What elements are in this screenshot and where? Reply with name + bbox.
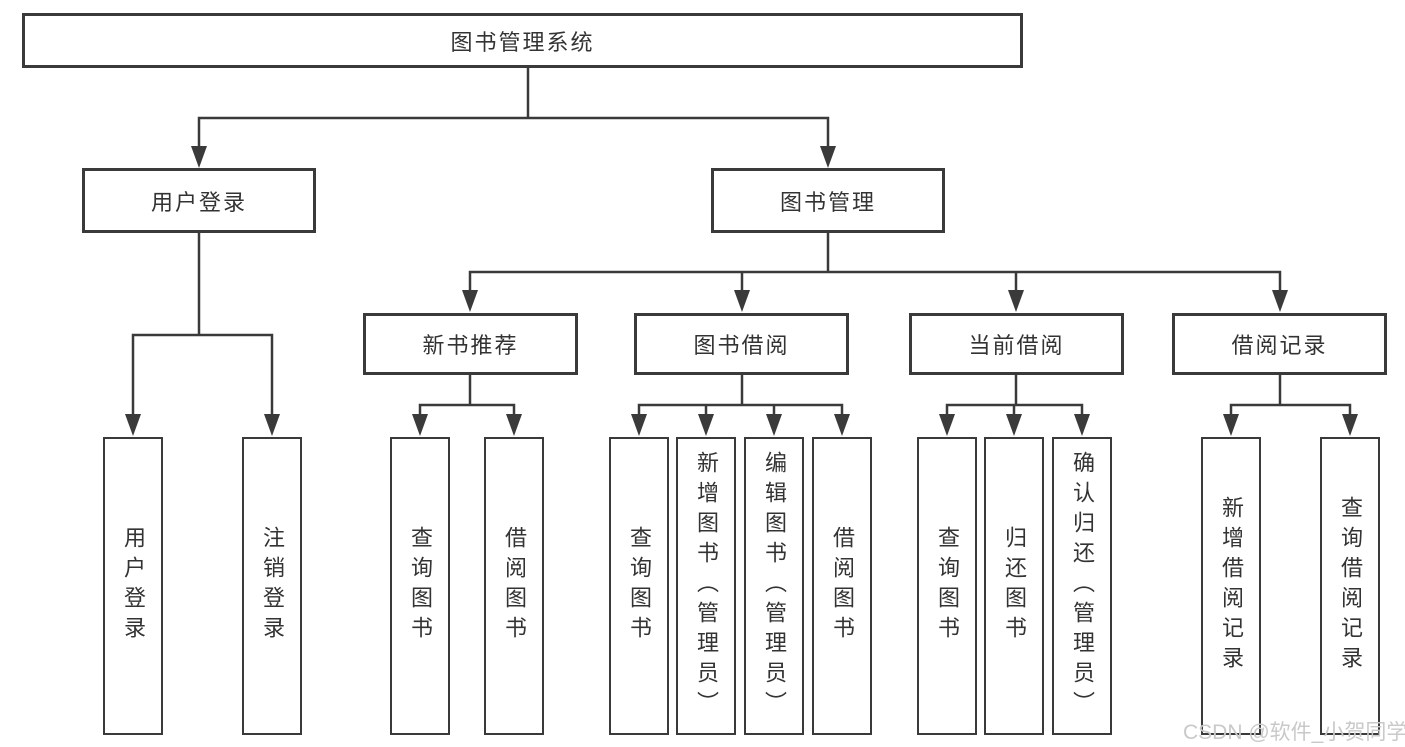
node-book-borrow-label: 图书借阅 bbox=[693, 333, 790, 358]
connector-book-borrow bbox=[637, 373, 844, 420]
connector-current-borrow-arrows bbox=[939, 414, 1090, 436]
leaf-add-borrow-record: 新增借阅记录 bbox=[1201, 437, 1261, 735]
connector-user-login-arrows bbox=[125, 414, 280, 436]
watermark: CSDN @软件_小贺同学 bbox=[1183, 721, 1405, 744]
leaf-borrow-books-label: 借阅图书 bbox=[830, 526, 855, 646]
node-book-management: 图书管理 bbox=[711, 168, 945, 233]
leaf-query-borrow-record: 查询借阅记录 bbox=[1320, 437, 1380, 735]
connector-book-management bbox=[468, 230, 1282, 296]
leaf-borrow-query-books: 查询图书 bbox=[609, 437, 669, 735]
node-new-book-recommend: 新书推荐 bbox=[363, 313, 578, 375]
leaf-user-login: 用户登录 bbox=[103, 437, 163, 735]
leaf-edit-books-admin: 编辑图书（管理员） bbox=[744, 437, 804, 735]
node-root-label: 图书管理系统 bbox=[450, 29, 595, 55]
leaf-recommend-query-books-label: 查询图书 bbox=[408, 526, 433, 646]
leaf-recommend-borrow-books-label: 借阅图书 bbox=[502, 526, 527, 646]
node-user-login: 用户登录 bbox=[82, 168, 316, 233]
leaf-add-borrow-record-label: 新增借阅记录 bbox=[1219, 496, 1244, 676]
node-new-book-recommend-label: 新书推荐 bbox=[422, 333, 519, 358]
leaf-confirm-return-admin: 确认归还（管理员） bbox=[1052, 437, 1112, 735]
leaf-user-login-label: 用户登录 bbox=[121, 526, 146, 646]
node-book-management-label: 图书管理 bbox=[779, 189, 876, 215]
leaf-borrow-books: 借阅图书 bbox=[812, 437, 872, 735]
node-root: 图书管理系统 bbox=[22, 13, 1023, 68]
leaf-add-books-admin: 新增图书（管理员） bbox=[676, 437, 736, 735]
connector-user-login bbox=[131, 230, 274, 420]
leaf-edit-books-admin-label: 编辑图书（管理员） bbox=[762, 451, 787, 721]
connector-book-management-arrows bbox=[462, 290, 1288, 312]
node-borrow-records: 借阅记录 bbox=[1172, 313, 1387, 375]
leaf-current-query-books-label: 查询图书 bbox=[935, 526, 960, 646]
leaf-logout: 注销登录 bbox=[242, 437, 302, 735]
connector-book-borrow-arrows bbox=[631, 414, 850, 436]
leaf-return-books: 归还图书 bbox=[984, 437, 1044, 735]
leaf-add-books-admin-label: 新增图书（管理员） bbox=[694, 451, 719, 721]
leaf-logout-label: 注销登录 bbox=[260, 526, 285, 646]
leaf-query-borrow-record-label: 查询借阅记录 bbox=[1338, 496, 1363, 676]
leaf-recommend-borrow-books: 借阅图书 bbox=[484, 437, 544, 735]
node-current-borrow-label: 当前借阅 bbox=[968, 333, 1065, 358]
node-current-borrow: 当前借阅 bbox=[909, 313, 1124, 375]
connector-new-book-recommend-arrows bbox=[412, 414, 522, 436]
connector-borrow-records-arrows bbox=[1223, 414, 1358, 436]
leaf-current-query-books: 查询图书 bbox=[917, 437, 977, 735]
node-book-borrow: 图书借阅 bbox=[634, 313, 849, 375]
node-user-login-label: 用户登录 bbox=[150, 189, 247, 215]
node-borrow-records-label: 借阅记录 bbox=[1231, 333, 1328, 358]
connector-root-arrows bbox=[191, 146, 836, 168]
connector-current-borrow bbox=[945, 373, 1084, 420]
leaf-confirm-return-admin-label: 确认归还（管理员） bbox=[1070, 451, 1095, 721]
leaf-return-books-label: 归还图书 bbox=[1002, 526, 1027, 646]
leaf-recommend-query-books: 查询图书 bbox=[390, 437, 450, 735]
leaf-borrow-query-books-label: 查询图书 bbox=[627, 526, 652, 646]
connector-root bbox=[197, 66, 830, 152]
connector-new-book-recommend bbox=[418, 373, 516, 420]
connector-borrow-records bbox=[1229, 373, 1352, 420]
